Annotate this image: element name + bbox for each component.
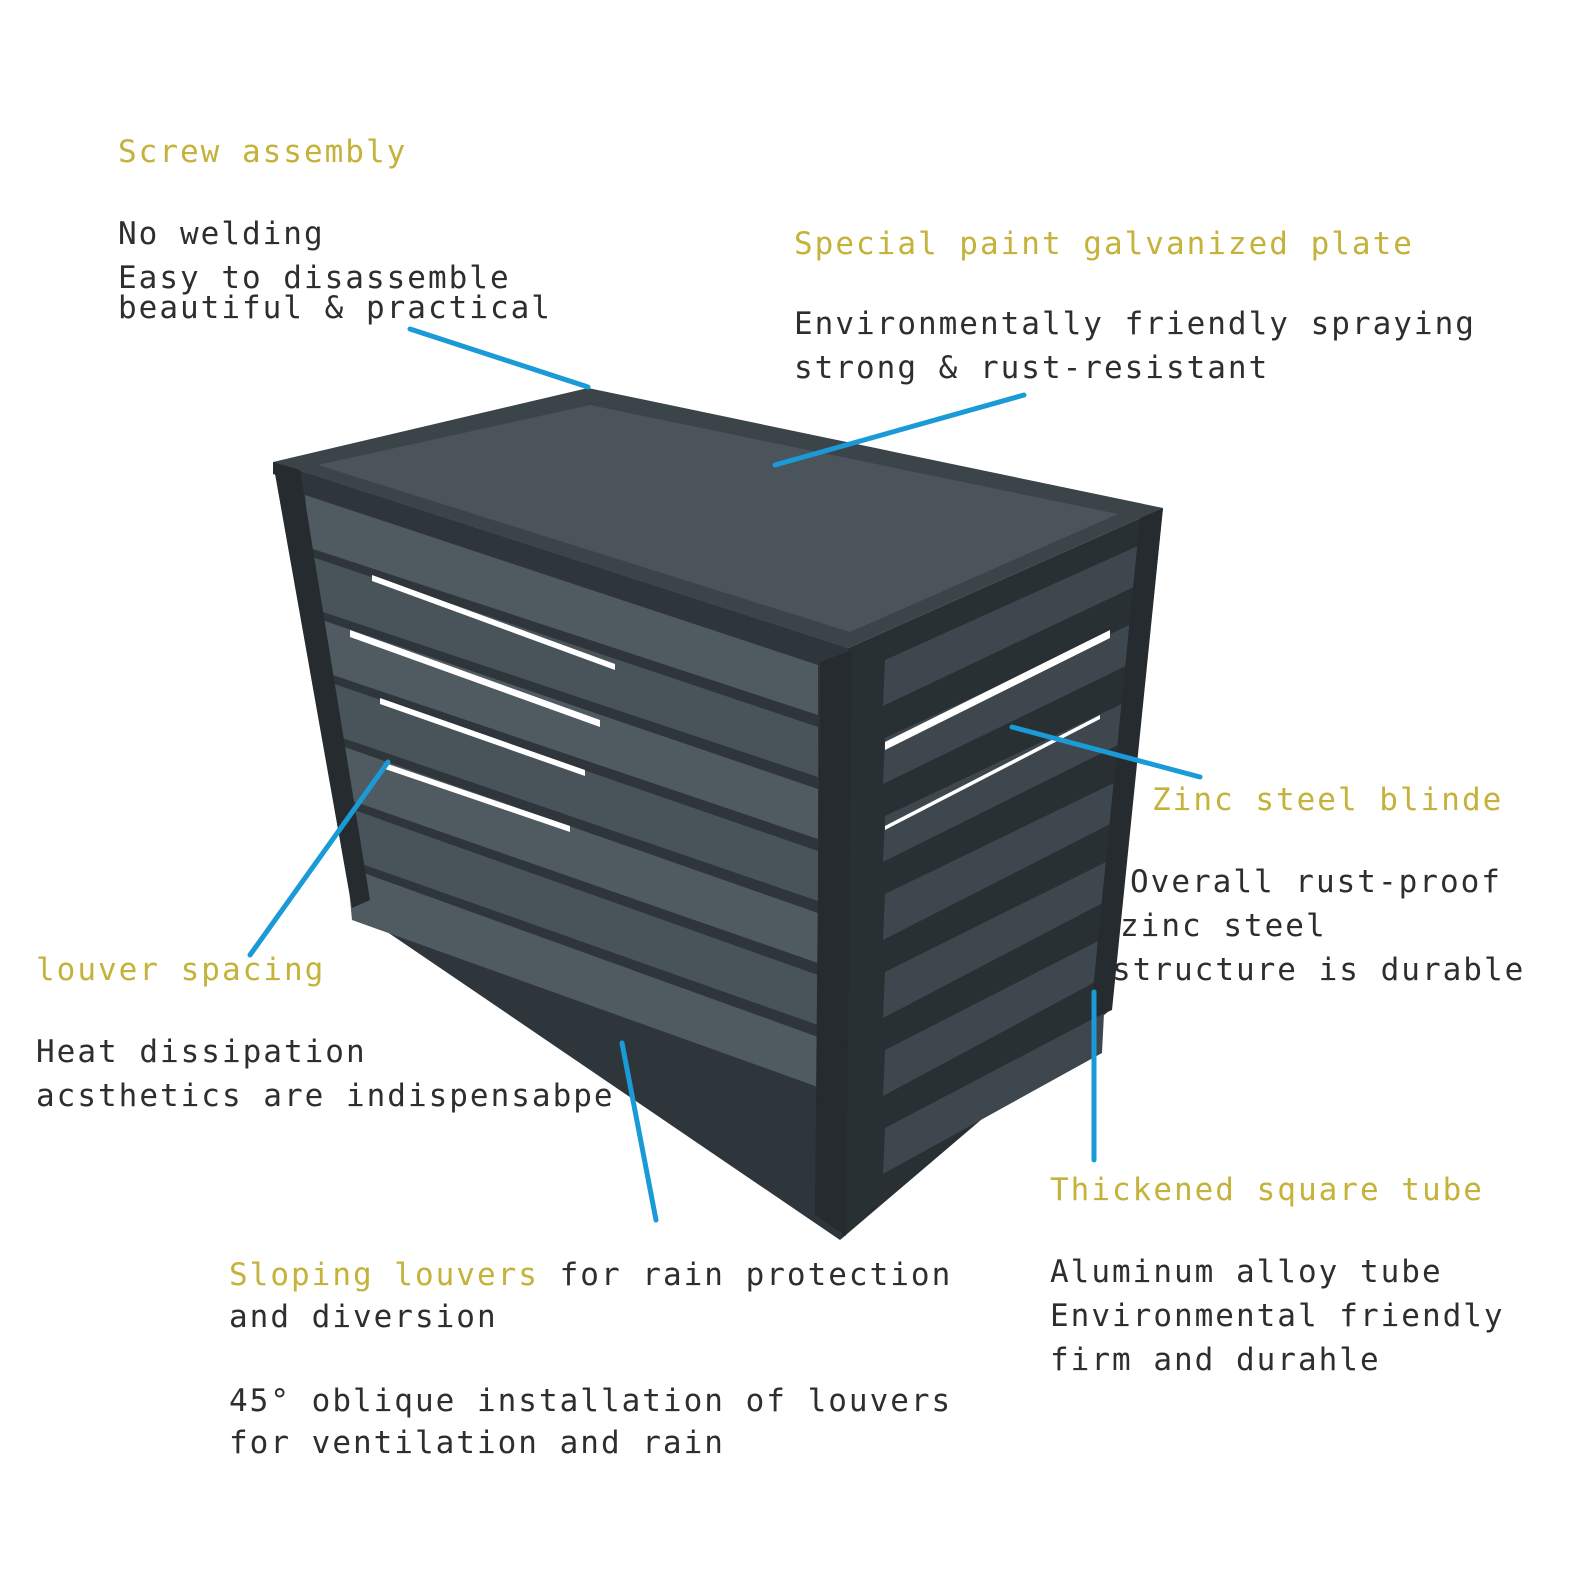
leader-line-screw-assembly	[407, 326, 591, 390]
louver-spacing-callout: louver spacing Heat dissipation acstheti…	[36, 952, 615, 1118]
zinc-blind-line: structure is durable	[1112, 952, 1526, 988]
front-louver-slat	[312, 557, 818, 777]
sloping-louvers-gap	[229, 1338, 952, 1380]
square-tube-line: Environmental friendly	[1050, 1298, 1505, 1334]
sloping-louvers-rest: for rain protection	[538, 1257, 953, 1293]
louver-gap-4	[385, 763, 570, 832]
screw-assembly-line: Easy to disassemble	[118, 260, 511, 296]
screw-assembly-callout: Screw assembly No welding Easy to disass…	[118, 134, 552, 330]
zinc-blind-title: Zinc steel blinde	[1152, 782, 1504, 818]
leader-line-louver-spacing	[247, 759, 391, 958]
louver-spacing-title: louver spacing	[36, 952, 326, 988]
galvanized-plate-callout: Special paint galvanized plate Environme…	[794, 226, 1476, 390]
side-louver-slat	[883, 1013, 1104, 1174]
louver-gap-2	[350, 630, 600, 727]
louver-gap-1	[372, 575, 615, 670]
square-tube-callout: Thickened square tube Aluminum alloy tub…	[1050, 1172, 1505, 1382]
louver-gap-6	[885, 715, 1100, 830]
leader-line-sloping-louvers	[619, 1040, 659, 1223]
zinc-blind-line: Overall rust-proof	[1130, 864, 1502, 900]
louver-spacing-line: Heat dissipation	[36, 1034, 367, 1070]
sloping-louvers-line: 45° oblique installation of louvers	[229, 1383, 953, 1419]
zinc-blind-callout: Zinc steel blinde Overall rust-proof zin…	[1112, 782, 1525, 992]
louver-gap-3	[380, 698, 585, 776]
zinc-blind-line: zinc steel	[1120, 908, 1327, 944]
galvanized-plate-title: Special paint galvanized plate	[794, 226, 1414, 262]
sloping-louvers-line: Sloping louvers for rain protection	[229, 1254, 952, 1296]
side-louver-slat	[883, 779, 1122, 940]
cabinet-right-post	[1090, 508, 1163, 1020]
cabinet-corner-post	[815, 650, 852, 1236]
leader-line-galvanized-plate	[772, 392, 1027, 468]
sloping-louvers-line: for ventilation and rain	[229, 1425, 725, 1461]
square-tube-line: Aluminum alloy tube	[1050, 1254, 1443, 1290]
side-louvers	[883, 545, 1140, 1174]
side-louver-slat	[883, 857, 1116, 1018]
cabinet-top-inset	[318, 405, 1118, 632]
louver-gap-5	[885, 630, 1110, 750]
side-louver-slat	[883, 545, 1140, 706]
front-louver-slat	[319, 619, 818, 839]
front-louver-slat	[333, 743, 818, 963]
sloping-louvers-callout: Sloping louvers for rain protection and …	[229, 1254, 952, 1464]
front-louver-slat	[347, 867, 818, 1087]
cabinet-left-post	[273, 462, 370, 908]
sloping-louvers-highlight: Sloping louvers	[229, 1257, 539, 1293]
galvanized-plate-line: strong & rust-resistant	[794, 350, 1270, 386]
leader-line-zinc-blind	[1009, 724, 1203, 780]
louver-spacing-line: acsthetics are indispensabpe	[36, 1078, 615, 1114]
galvanized-plate-line: Environmentally friendly spraying	[794, 306, 1476, 342]
side-louver-slat	[883, 623, 1134, 784]
screw-assembly-line: No welding	[118, 216, 325, 252]
sloping-louvers-line-2: and diversion	[229, 1299, 498, 1335]
square-tube-title: Thickened square tube	[1050, 1172, 1484, 1208]
front-louvers	[305, 495, 818, 1087]
screw-assembly-title: Screw assembly	[118, 134, 408, 170]
square-tube-line: firm and durahle	[1050, 1342, 1381, 1378]
front-louver-slat	[340, 805, 818, 1025]
side-louver-slat	[883, 935, 1110, 1096]
screw-assembly-line: beautiful & practical	[118, 290, 552, 326]
front-louver-slat	[305, 495, 818, 715]
front-louver-slat	[326, 681, 818, 901]
